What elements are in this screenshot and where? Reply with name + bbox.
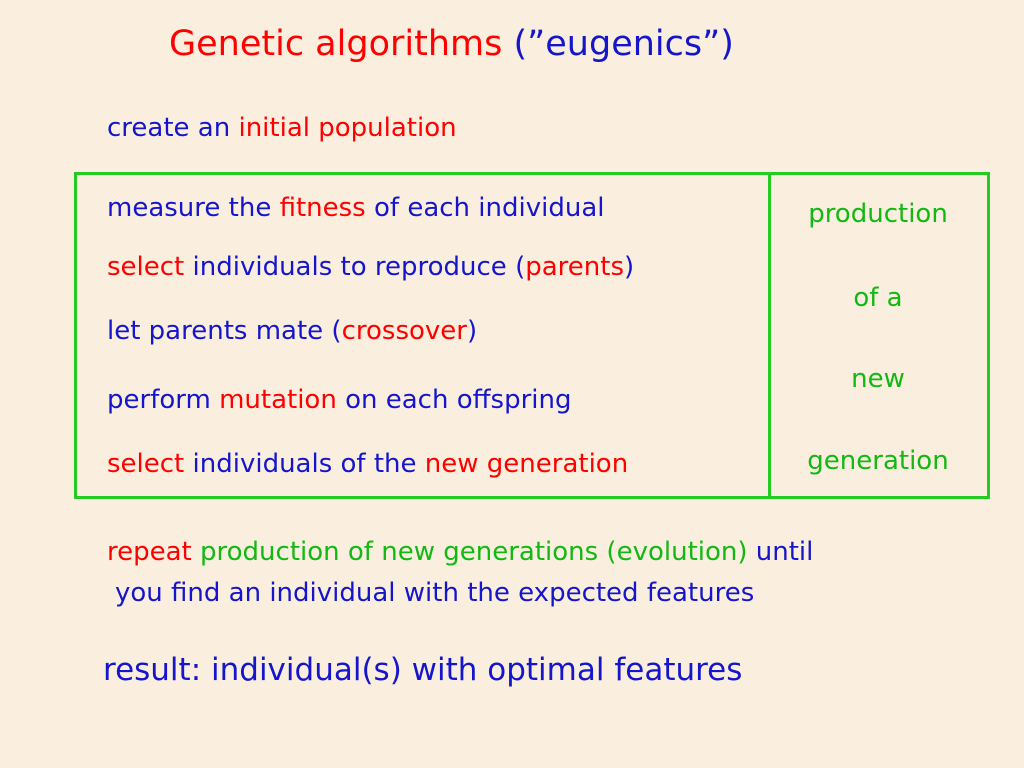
init-prefix: create an [107,113,231,143]
step-select-parents-a: select [107,252,185,282]
repeat-middle: production of new generations (evolution… [200,537,748,567]
repeat-word: repeat [107,537,192,567]
step-fitness-b: fitness [279,193,366,223]
box-divider [768,172,771,499]
step-select-parents: select individuals to reproduce (parents… [107,249,634,285]
step-crossover: let parents mate (crossover) [107,313,477,349]
step-fitness-a: measure the [107,193,272,223]
step-select-new-a: select [107,449,185,479]
step-select-parents-b: individuals to reproduce ( [192,252,526,282]
init-highlight: initial population [238,113,457,143]
slide-title: Genetic algorithms (”eugenics”) [169,18,734,70]
step-fitness: measure the fitness of each individual [107,190,604,226]
step-select-new: select individuals of the new generation [107,446,628,482]
step-mutation-b: mutation [219,385,337,415]
step-select-new-b: individuals of the [192,449,417,479]
side-line-1: production [808,199,948,229]
title-main: Genetic algorithms [169,24,503,64]
step-select-new-c: new generation [424,449,629,479]
repeat-line-2: you find an individual with the expected… [115,578,755,608]
step-mutation-a: perform [107,385,211,415]
repeat-until: until [755,537,814,567]
step-crossover-b: crossover [341,316,467,346]
step-select-parents-d: ) [624,252,635,282]
title-paren: (”eugenics”) [513,24,734,64]
side-line-4: generation [807,446,949,476]
repeat-line-1: repeat production of new generations (ev… [107,534,813,570]
step-crossover-c: ) [466,316,478,346]
side-line-2: of a [853,283,903,313]
step-select-parents-c: parents [525,252,624,282]
step-crossover-a: let parents mate ( [107,316,342,346]
generation-loop-box [74,172,990,499]
step-fitness-c: of each individual [374,193,605,223]
init-population-line: create an initial population [107,110,457,146]
step-mutation-c: on each offspring [345,385,572,415]
step-mutation: perform mutation on each offspring [107,382,571,418]
result-line: result: individual(s) with optimal featu… [103,652,743,688]
side-line-3: new [851,364,905,394]
